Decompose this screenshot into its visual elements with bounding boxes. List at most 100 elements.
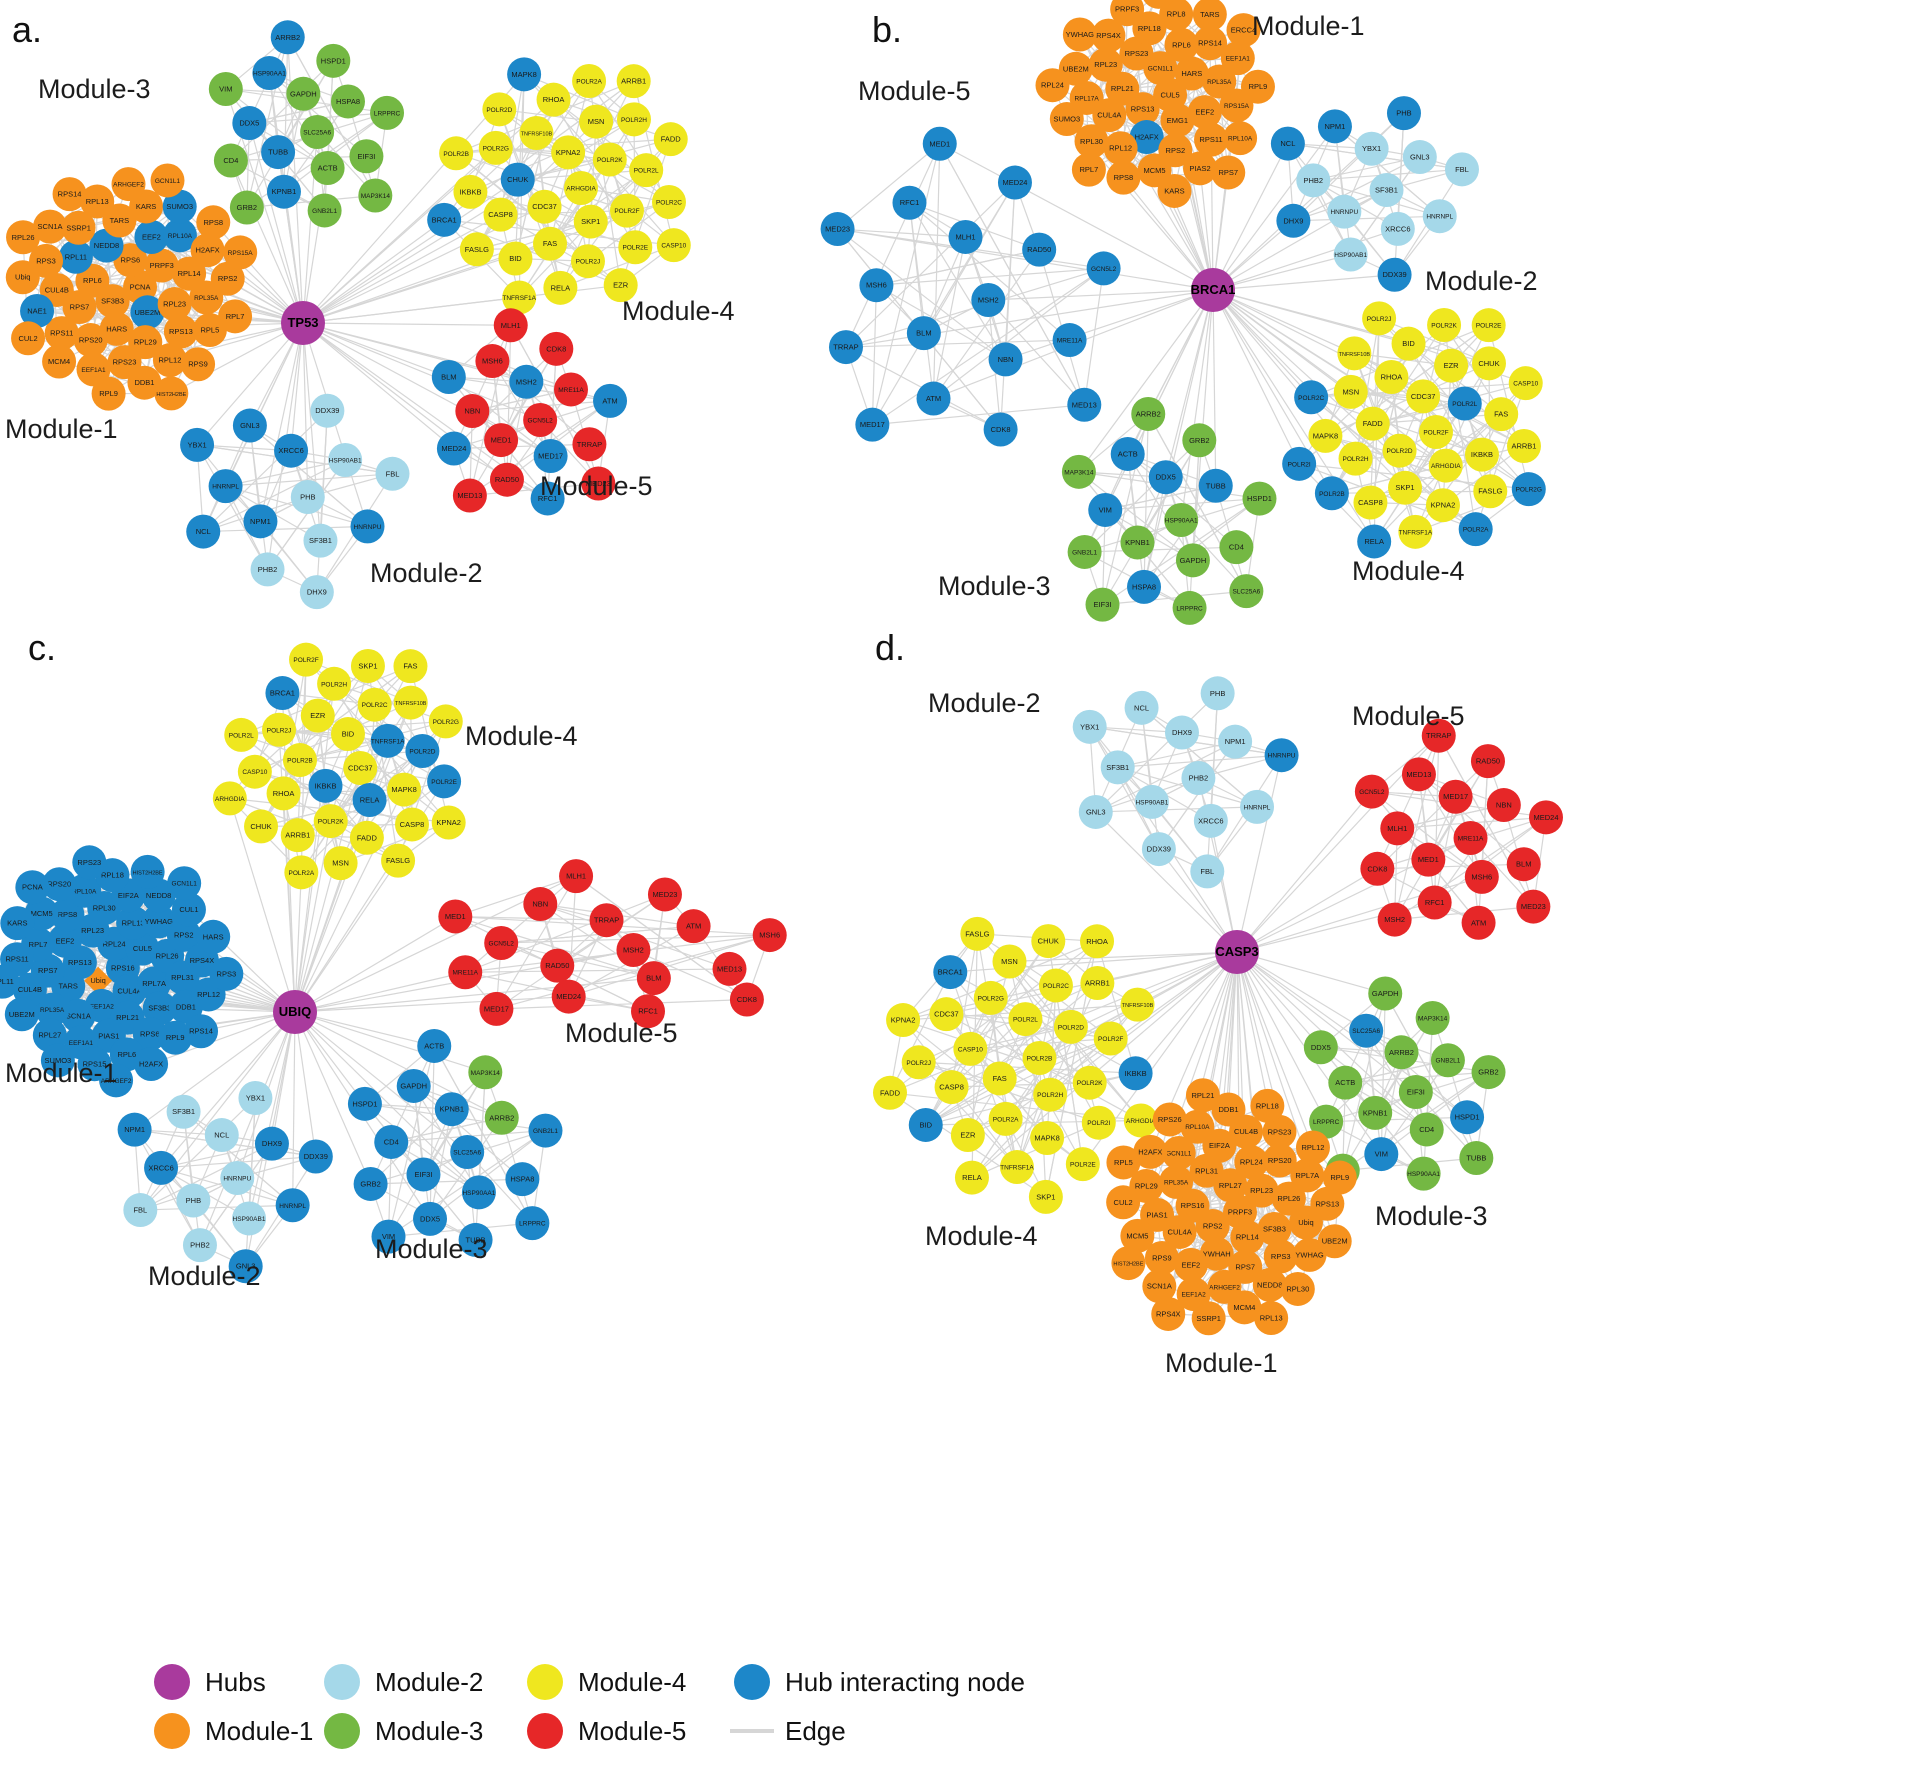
node[interactable] xyxy=(186,514,221,549)
node[interactable] xyxy=(609,193,644,228)
node[interactable] xyxy=(127,365,162,400)
node[interactable] xyxy=(157,287,192,322)
node[interactable] xyxy=(1031,924,1066,959)
node[interactable] xyxy=(971,283,1006,317)
node[interactable] xyxy=(1464,437,1499,472)
node[interactable] xyxy=(551,135,586,170)
node[interactable] xyxy=(901,1045,936,1080)
node[interactable] xyxy=(581,466,616,501)
node[interactable] xyxy=(436,431,471,466)
node[interactable] xyxy=(218,299,253,334)
node[interactable] xyxy=(455,394,490,429)
node[interactable] xyxy=(1292,1237,1327,1272)
node[interactable] xyxy=(988,1101,1023,1136)
node[interactable] xyxy=(1157,173,1192,208)
node[interactable] xyxy=(908,1107,943,1142)
node[interactable] xyxy=(15,870,50,905)
node[interactable] xyxy=(1127,569,1162,604)
node[interactable] xyxy=(262,712,297,747)
node[interactable] xyxy=(1033,1077,1068,1112)
node[interactable] xyxy=(1398,1075,1433,1109)
node[interactable] xyxy=(1211,1092,1246,1127)
node[interactable] xyxy=(111,167,146,202)
node[interactable] xyxy=(1038,968,1073,1003)
node[interactable] xyxy=(1317,1224,1352,1259)
node[interactable] xyxy=(752,918,787,953)
node[interactable] xyxy=(308,768,343,803)
node[interactable] xyxy=(210,261,245,296)
node[interactable] xyxy=(1174,56,1209,91)
node[interactable] xyxy=(1508,366,1543,401)
node[interactable] xyxy=(1458,512,1493,547)
node[interactable] xyxy=(1181,761,1216,795)
node[interactable] xyxy=(298,1139,333,1174)
node[interactable] xyxy=(150,163,185,198)
node[interactable] xyxy=(1411,842,1446,877)
node[interactable] xyxy=(1262,1114,1297,1149)
node[interactable] xyxy=(1401,757,1436,792)
node[interactable] xyxy=(527,189,562,224)
node[interactable] xyxy=(358,178,393,213)
node[interactable] xyxy=(1447,386,1482,421)
node[interactable] xyxy=(1131,396,1166,431)
node[interactable] xyxy=(543,270,578,305)
node[interactable] xyxy=(123,1193,158,1228)
node[interactable] xyxy=(1328,1065,1363,1100)
node[interactable] xyxy=(310,393,345,428)
node[interactable] xyxy=(1264,738,1299,773)
node[interactable] xyxy=(313,804,348,839)
node[interactable] xyxy=(1193,803,1228,838)
node[interactable] xyxy=(1093,1021,1128,1056)
node[interactable] xyxy=(1230,1220,1265,1255)
node[interactable] xyxy=(1271,1181,1306,1216)
node[interactable] xyxy=(1240,69,1275,104)
node[interactable] xyxy=(475,344,510,379)
node[interactable] xyxy=(1160,103,1195,138)
node[interactable] xyxy=(452,478,487,513)
node[interactable] xyxy=(413,1201,448,1236)
node[interactable] xyxy=(73,323,108,358)
node[interactable] xyxy=(75,263,110,298)
node[interactable] xyxy=(1088,47,1123,82)
node[interactable] xyxy=(906,316,941,351)
node[interactable] xyxy=(1419,415,1453,449)
node[interactable] xyxy=(1103,131,1138,166)
node[interactable] xyxy=(828,330,863,365)
node[interactable] xyxy=(42,344,77,379)
node[interactable] xyxy=(1152,1102,1187,1137)
node[interactable] xyxy=(1254,1301,1289,1336)
node[interactable] xyxy=(1309,1104,1344,1139)
node[interactable] xyxy=(353,1166,388,1201)
node[interactable] xyxy=(1377,902,1412,937)
node[interactable] xyxy=(238,1080,273,1115)
node[interactable] xyxy=(1317,109,1352,144)
node[interactable] xyxy=(573,204,608,239)
node[interactable] xyxy=(393,649,428,684)
node[interactable] xyxy=(1111,1246,1146,1281)
node[interactable] xyxy=(1164,715,1199,750)
node[interactable] xyxy=(394,807,429,842)
node[interactable] xyxy=(507,57,542,92)
node[interactable] xyxy=(1337,336,1372,371)
node[interactable] xyxy=(427,764,462,799)
node[interactable] xyxy=(1218,724,1253,759)
node[interactable] xyxy=(500,162,535,197)
node[interactable] xyxy=(310,151,345,186)
node[interactable] xyxy=(855,407,890,442)
node[interactable] xyxy=(181,347,216,382)
node[interactable] xyxy=(1148,460,1183,495)
node[interactable] xyxy=(162,189,197,224)
node[interactable] xyxy=(1338,441,1373,476)
node[interactable] xyxy=(1384,1035,1419,1070)
node[interactable] xyxy=(1106,1185,1141,1220)
node[interactable] xyxy=(559,859,594,894)
node[interactable] xyxy=(515,1206,550,1241)
node[interactable] xyxy=(1182,423,1217,458)
node[interactable] xyxy=(1133,1134,1168,1169)
node[interactable] xyxy=(223,235,258,270)
node[interactable] xyxy=(1074,124,1109,159)
node[interactable] xyxy=(953,1031,988,1066)
node[interactable] xyxy=(1263,1239,1298,1274)
node[interactable] xyxy=(0,964,20,999)
node[interactable] xyxy=(1506,428,1541,463)
